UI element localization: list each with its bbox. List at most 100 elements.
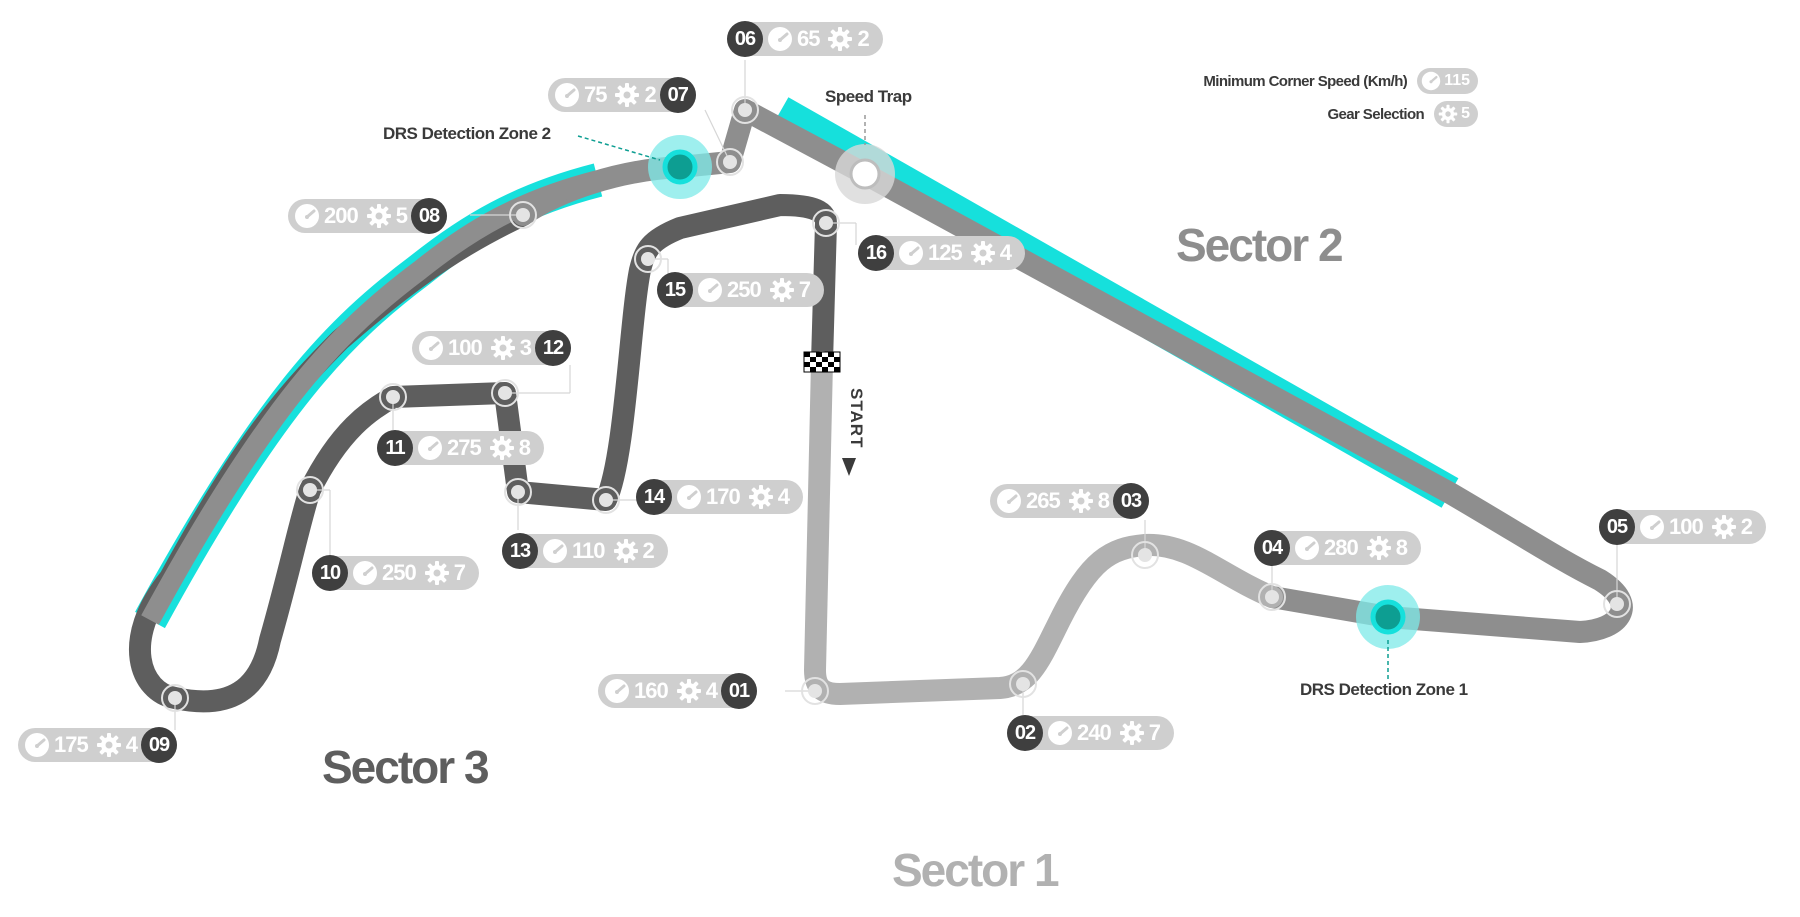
legend-gear-label: Gear Selection — [1327, 105, 1425, 123]
corner-gear: 2 — [642, 538, 655, 563]
legend-speed-label: Minimum Corner Speed (Km/h) — [1203, 72, 1408, 90]
corner-pill-13: 13 110 2 — [502, 533, 668, 569]
speedometer-icon — [294, 203, 320, 229]
corner-number: 14 — [636, 479, 672, 515]
corner-min-speed: 250 — [382, 560, 417, 585]
corner-pill-06: 06 65 2 — [727, 21, 883, 57]
corner-marker-05 — [1603, 590, 1631, 618]
corner-min-speed: 175 — [54, 732, 89, 757]
corner-pill-02: 02 240 7 — [1007, 715, 1174, 751]
speedometer-icon — [697, 277, 723, 303]
corner-gear: 2 — [857, 26, 869, 51]
gear-icon — [614, 82, 640, 108]
gear-icon — [748, 484, 774, 510]
corner-number: 08 — [410, 198, 447, 234]
corner-min-speed: 100 — [448, 335, 483, 360]
corner-marker-02 — [1009, 670, 1037, 698]
speedometer-icon — [352, 560, 378, 586]
corner-gear: 2 — [1740, 514, 1753, 539]
corner-min-speed: 265 — [1026, 488, 1061, 513]
gear-icon — [769, 277, 795, 303]
corner-min-speed: 110 — [572, 538, 605, 563]
corner-number: 13 — [502, 533, 538, 569]
gear-icon — [1438, 104, 1458, 124]
gear-icon — [96, 732, 122, 758]
corner-gear: 4 — [777, 484, 790, 509]
gear-icon — [970, 240, 996, 266]
corner-gear: 2 — [644, 82, 656, 107]
gear-icon — [676, 678, 702, 704]
speedometer-icon — [417, 435, 443, 461]
corner-number: 01 — [720, 673, 757, 709]
corner-pill-11: 11 275 8 — [377, 430, 544, 466]
speedometer-icon — [996, 488, 1022, 514]
track-sector-1 — [804, 351, 1283, 705]
corner-pill-14: 14 170 4 — [636, 479, 803, 515]
corner-pill-15: 15 250 7 — [657, 272, 824, 308]
corner-gear: 7 — [798, 277, 811, 302]
corner-number: 03 — [1112, 483, 1149, 519]
speedometer-icon — [418, 335, 444, 361]
corner-number: 15 — [657, 272, 693, 308]
corner-number: 09 — [140, 727, 177, 763]
corner-marker-10 — [296, 476, 324, 504]
corner-marker-03 — [1131, 541, 1159, 569]
corner-pill-16: 16 125 4 — [858, 235, 1025, 271]
speedometer-icon — [767, 26, 793, 52]
corner-number: 06 — [727, 21, 763, 57]
gear-icon — [1711, 514, 1737, 540]
drs-zone-2-label: DRS Detection Zone 2 — [383, 124, 551, 143]
corner-pill-04: 04 280 8 — [1254, 530, 1421, 566]
speedometer-icon — [1421, 71, 1441, 91]
corner-min-speed: 100 — [1669, 514, 1704, 539]
start-label: START — [847, 388, 866, 449]
speedometer-icon — [604, 678, 630, 704]
gear-icon — [1366, 535, 1392, 561]
gear-icon — [490, 335, 516, 361]
speedometer-icon — [898, 240, 924, 266]
corner-marker-08 — [509, 201, 537, 229]
corner-gear: 4 — [999, 240, 1012, 265]
drs-detection-2-point — [662, 149, 698, 185]
gear-icon — [613, 538, 639, 564]
speed-trap-marker — [849, 158, 881, 190]
corner-gear: 4 — [125, 732, 138, 757]
sector-1-label: Sector 1 — [892, 844, 1060, 896]
corner-number: 11 — [377, 430, 413, 466]
corner-min-speed: 170 — [706, 484, 741, 509]
speed-trap-label: Speed Trap — [825, 87, 912, 106]
corner-min-speed: 200 — [324, 203, 359, 228]
track-sector-2 — [512, 99, 1633, 643]
sector-2-label: Sector 2 — [1176, 219, 1344, 271]
corner-marker-11 — [379, 383, 407, 411]
legend-speed-value: 115 — [1444, 72, 1470, 89]
corner-number: 12 — [534, 330, 571, 366]
speedometer-icon — [542, 538, 568, 564]
corner-marker-12 — [491, 379, 519, 407]
corner-min-speed: 65 — [797, 26, 821, 51]
corner-pill-05: 05 100 2 — [1599, 509, 1766, 545]
speedometer-icon — [554, 82, 580, 108]
corner-gear: 8 — [1097, 488, 1110, 513]
start-finish-flag — [803, 351, 841, 373]
corner-min-speed: 250 — [727, 277, 762, 302]
speedometer-icon — [24, 732, 50, 758]
legend-speed-pill: 115 — [1417, 68, 1478, 94]
corner-number: 02 — [1007, 715, 1043, 751]
corner-marker-14 — [592, 486, 620, 514]
corner-min-speed: 275 — [447, 435, 482, 460]
drs-zone-1-label: DRS Detection Zone 1 — [1300, 680, 1468, 699]
corner-number: 05 — [1599, 509, 1635, 545]
corner-gear: 5 — [395, 203, 408, 228]
corner-marker-07 — [716, 148, 744, 176]
corner-number: 10 — [312, 555, 348, 591]
gear-icon — [489, 435, 515, 461]
corner-gear: 8 — [1395, 535, 1408, 560]
corner-number: 16 — [858, 235, 894, 271]
corner-gear: 7 — [1148, 720, 1161, 745]
